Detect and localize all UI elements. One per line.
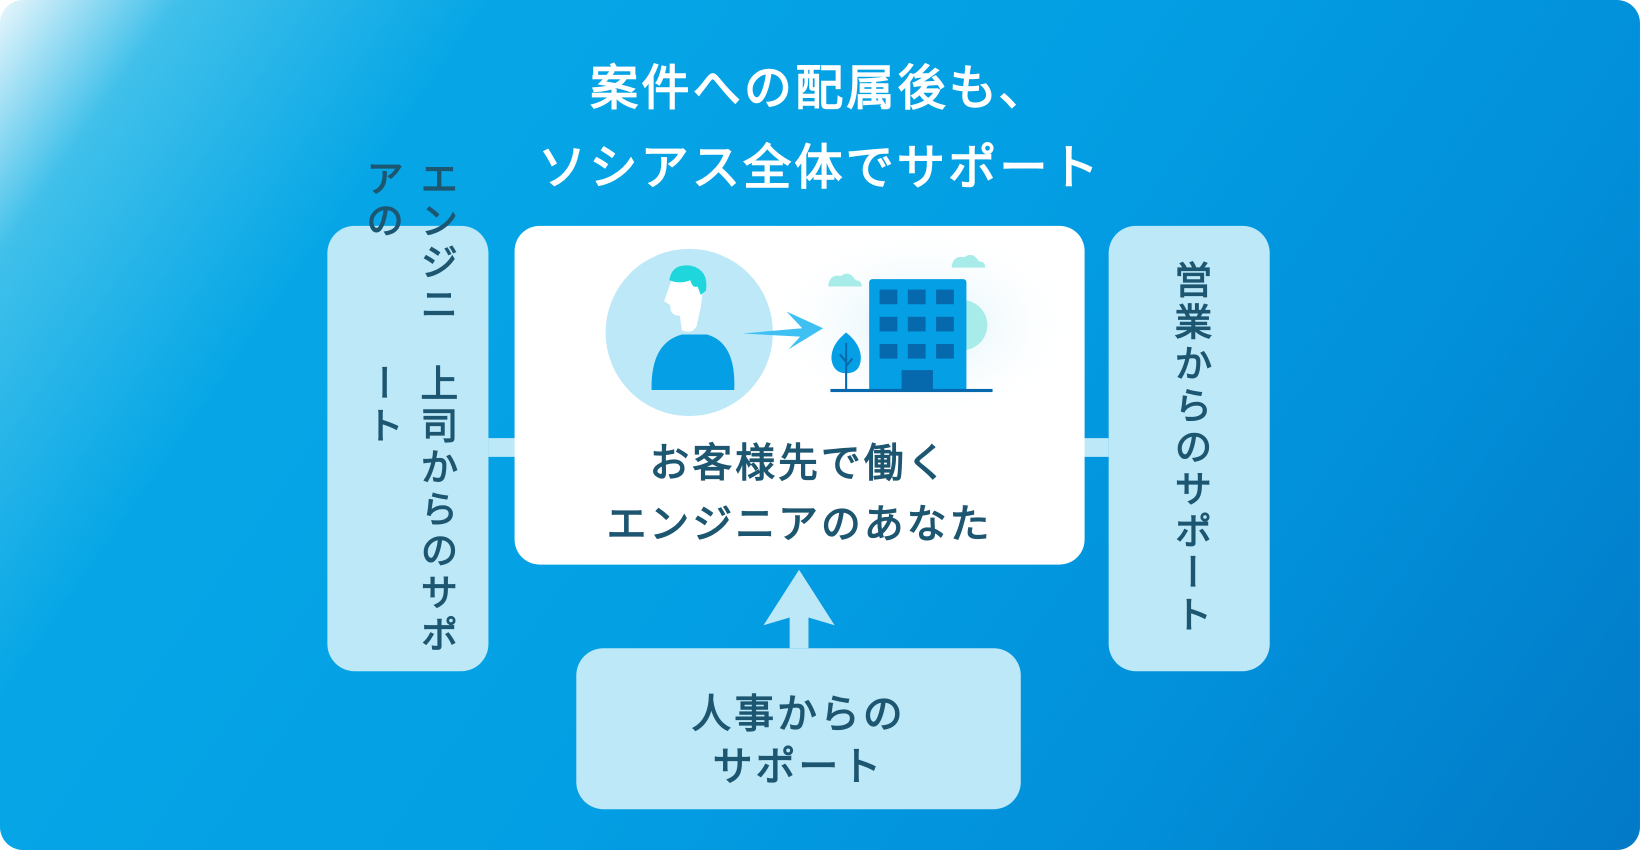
person-to-building-illustration [605,225,1080,425]
person-icon [605,248,773,417]
arrow-right-icon [742,311,824,350]
left-box-line-1: エンジニアの [359,158,458,327]
right-box-line-1: 営業からのサポート [1168,260,1212,637]
up-arrow-icon [789,611,809,649]
bottom-box-line-1: 人事からの [691,691,906,738]
left-box-line-2: 上司からのサポート [359,363,458,657]
engineer-manager-support-box: エンジニアの 上司からのサポート [327,159,489,672]
you-engineer-box: お客様先で働く エンジニアのあなた [514,225,1085,565]
hr-support-box: 人事からの サポート [576,648,1021,810]
building-icon [828,254,993,393]
center-box-line-1: お客様先で働く [649,440,950,487]
bottom-box-line-2: サポート [712,743,885,790]
title-line-1: 案件への配属後も、 [590,59,1050,117]
sales-support-box: 営業からのサポート [1108,225,1270,672]
center-box-line-2: エンジニアのあなた [606,500,993,547]
title-line-2: ソシアス全体でサポート [538,139,1102,196]
up-arrow-head-icon [763,569,835,626]
